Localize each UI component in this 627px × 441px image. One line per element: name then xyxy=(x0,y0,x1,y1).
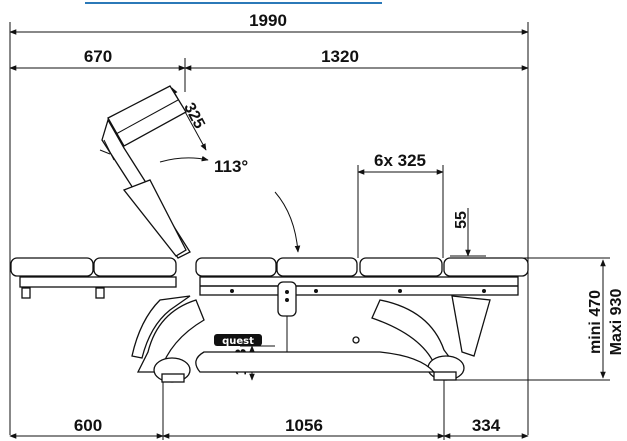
label-body-length: 1320 xyxy=(321,47,359,66)
dim-head-body: 670 1320 xyxy=(9,47,529,71)
dim-base: 600 1056 334 xyxy=(9,416,529,439)
dim-sections: 6x 325 xyxy=(357,151,444,175)
label-base-center: 1056 xyxy=(285,416,323,435)
frame xyxy=(19,276,519,299)
dim-height: mini 470 Maxi 930 xyxy=(455,257,625,381)
label-max-height: Maxi 930 xyxy=(608,289,625,356)
table-drawing: quest xyxy=(10,85,529,383)
brand-logo: quest xyxy=(214,334,262,347)
label-head-angle: 113° xyxy=(214,157,248,176)
hand-control xyxy=(277,281,297,352)
label-base-left: 600 xyxy=(74,416,102,435)
left-lift xyxy=(131,295,205,383)
head-section xyxy=(99,85,191,259)
cushions xyxy=(10,257,529,277)
base xyxy=(195,336,436,373)
label-cushion: 55 xyxy=(453,211,470,229)
label-head-length: 670 xyxy=(84,47,112,66)
dim-head-angle: 113° xyxy=(159,155,301,253)
label-sections: 6x 325 xyxy=(374,151,426,170)
label-head-section: 325 xyxy=(180,100,208,132)
right-lift xyxy=(371,295,491,381)
label-total-length: 1990 xyxy=(249,11,287,30)
label-min-height: mini 470 xyxy=(587,290,604,354)
extension-lines xyxy=(9,22,529,440)
brand-logo-text: quest xyxy=(222,336,254,347)
dim-total-length: 1990 xyxy=(9,11,529,35)
label-base-right: 334 xyxy=(472,416,501,435)
